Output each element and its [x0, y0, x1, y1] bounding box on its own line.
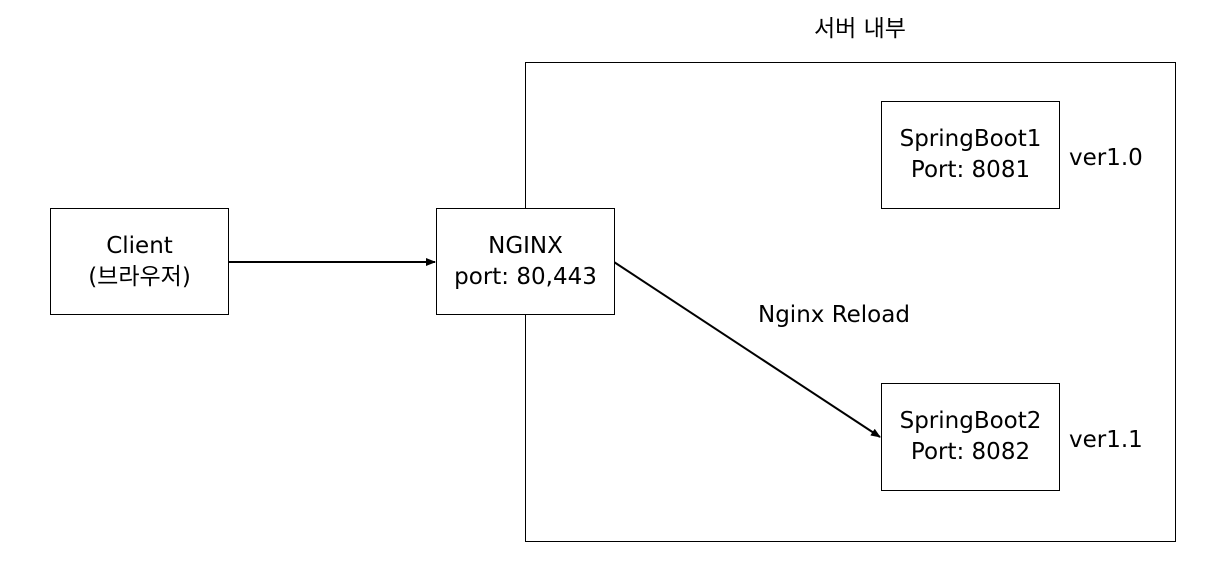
springboot1-name: SpringBoot1 [899, 126, 1042, 152]
springboot1-version: ver1.0 [1069, 145, 1143, 171]
springboot2-node: SpringBoot2 Port: 8082 [881, 383, 1060, 491]
springboot2-name: SpringBoot2 [899, 408, 1042, 434]
springboot2-port: Port: 8082 [910, 439, 1031, 465]
server-title: 서버 내부 [814, 16, 906, 42]
springboot2-version: ver1.1 [1069, 427, 1143, 453]
client-subtitle: (브라우저) [88, 263, 191, 290]
nginx-node: NGINX port: 80,443 [436, 208, 615, 315]
springboot1-node: SpringBoot1 Port: 8081 [881, 101, 1060, 209]
nginx-to-springboot2-arrow [613, 261, 881, 438]
springboot1-port: Port: 8081 [910, 157, 1031, 183]
client-name: Client [106, 232, 173, 259]
nginx-port: port: 80,443 [454, 263, 597, 290]
nginx-name: NGINX [488, 232, 563, 259]
client-node: Client (브라우저) [50, 208, 229, 315]
nginx-reload-label: Nginx Reload [758, 302, 910, 328]
